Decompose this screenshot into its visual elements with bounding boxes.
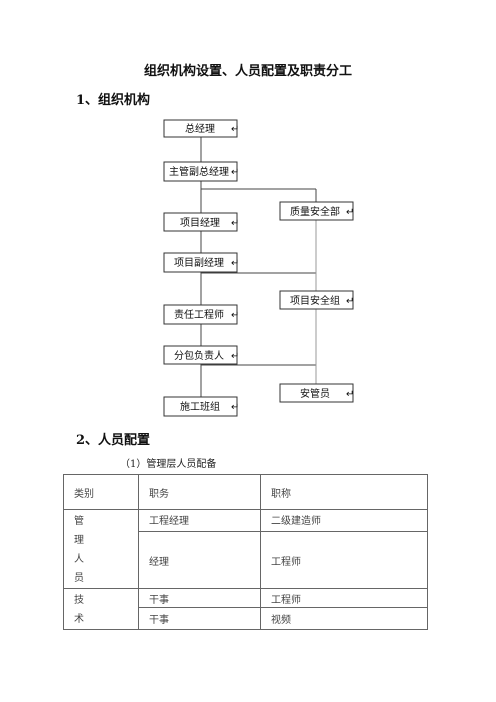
org-label-quality: 质量安全部 — [290, 205, 340, 218]
staffing-table: 类别 职务 职称 管 理 人 员 工程经理 二级建造师 经理 工程师 技 术 干… — [63, 474, 428, 630]
paragraph-mark-icon: ↵ — [231, 167, 239, 178]
paragraph-mark-icon: ↵ — [231, 310, 239, 321]
org-box-gm — [163, 119, 238, 138]
table-cell-role: 干事 — [138, 607, 261, 630]
org-box-deputy-pm — [163, 252, 238, 273]
org-label-deputy: 主管副总经理 — [169, 165, 229, 178]
table-row: 技 术 干事 工程师 — [63, 587, 428, 630]
table-cell-title: 二级建造师 — [260, 508, 428, 533]
org-box-engineer — [163, 304, 238, 325]
org-box-pm — [163, 212, 238, 232]
document-title: 组织机构设置、人员配置及职责分工 — [143, 64, 352, 79]
org-label-engineer: 责任工程师 — [174, 308, 224, 321]
table-cell-role: 经理 — [138, 531, 261, 589]
org-box-subcontract — [163, 345, 238, 365]
paragraph-mark-icon: ↵ — [231, 218, 239, 229]
section-heading-staffing: 2、人员配置 — [76, 433, 151, 448]
table-cell-category: 技 术 — [63, 588, 139, 630]
table-row: 经理 工程师 — [64, 531, 428, 589]
paragraph-mark-icon: ↵ — [346, 389, 354, 400]
table-header-role: 职务 — [138, 474, 261, 510]
org-label-team: 施工班组 — [180, 400, 220, 413]
org-box-quality — [279, 201, 354, 221]
org-label-gm: 总经理 — [185, 122, 215, 135]
table-row: 管 理 人 员 工程经理 二级建造师 — [63, 508, 428, 589]
table-cell-title: 工程师 — [260, 531, 428, 589]
org-label-pm: 项目经理 — [180, 216, 220, 229]
paragraph-mark-icon: ↵ — [231, 402, 239, 413]
paragraph-mark-icon: ↵ — [231, 124, 239, 135]
section-heading-org: 1、组织机构 — [76, 93, 151, 108]
paragraph-mark-icon: ↵ — [346, 207, 354, 218]
table-cell-title: 工程师 — [260, 587, 428, 609]
org-label-subcontract: 分包负责人 — [174, 349, 224, 362]
table-header-title: 职称 — [260, 474, 428, 510]
org-box-team — [163, 396, 238, 417]
table-header-row: 类别 职务 职称 — [63, 474, 428, 510]
org-label-safety-group: 项目安全组 — [290, 294, 340, 307]
table-cell-title: 视频 — [260, 607, 428, 630]
table-row: 干事 视频 — [64, 607, 428, 630]
org-label-safety-officer: 安管员 — [300, 387, 330, 400]
org-box-safety-officer — [279, 383, 354, 403]
subsection-heading: （1）管理层人员配备 — [120, 459, 217, 470]
paragraph-mark-icon: ↵ — [346, 296, 354, 307]
org-label-deputy-pm: 项目副经理 — [174, 256, 224, 269]
table-cell-role: 工程经理 — [138, 508, 261, 533]
table-cell-category: 管 理 人 员 — [63, 509, 139, 589]
org-box-deputy — [163, 161, 238, 182]
paragraph-mark-icon: ↵ — [231, 351, 239, 362]
org-box-safety-group — [279, 290, 354, 310]
table-header-category: 类别 — [63, 474, 139, 510]
paragraph-mark-icon: ↵ — [231, 258, 239, 269]
table-cell-role: 干事 — [138, 587, 261, 609]
